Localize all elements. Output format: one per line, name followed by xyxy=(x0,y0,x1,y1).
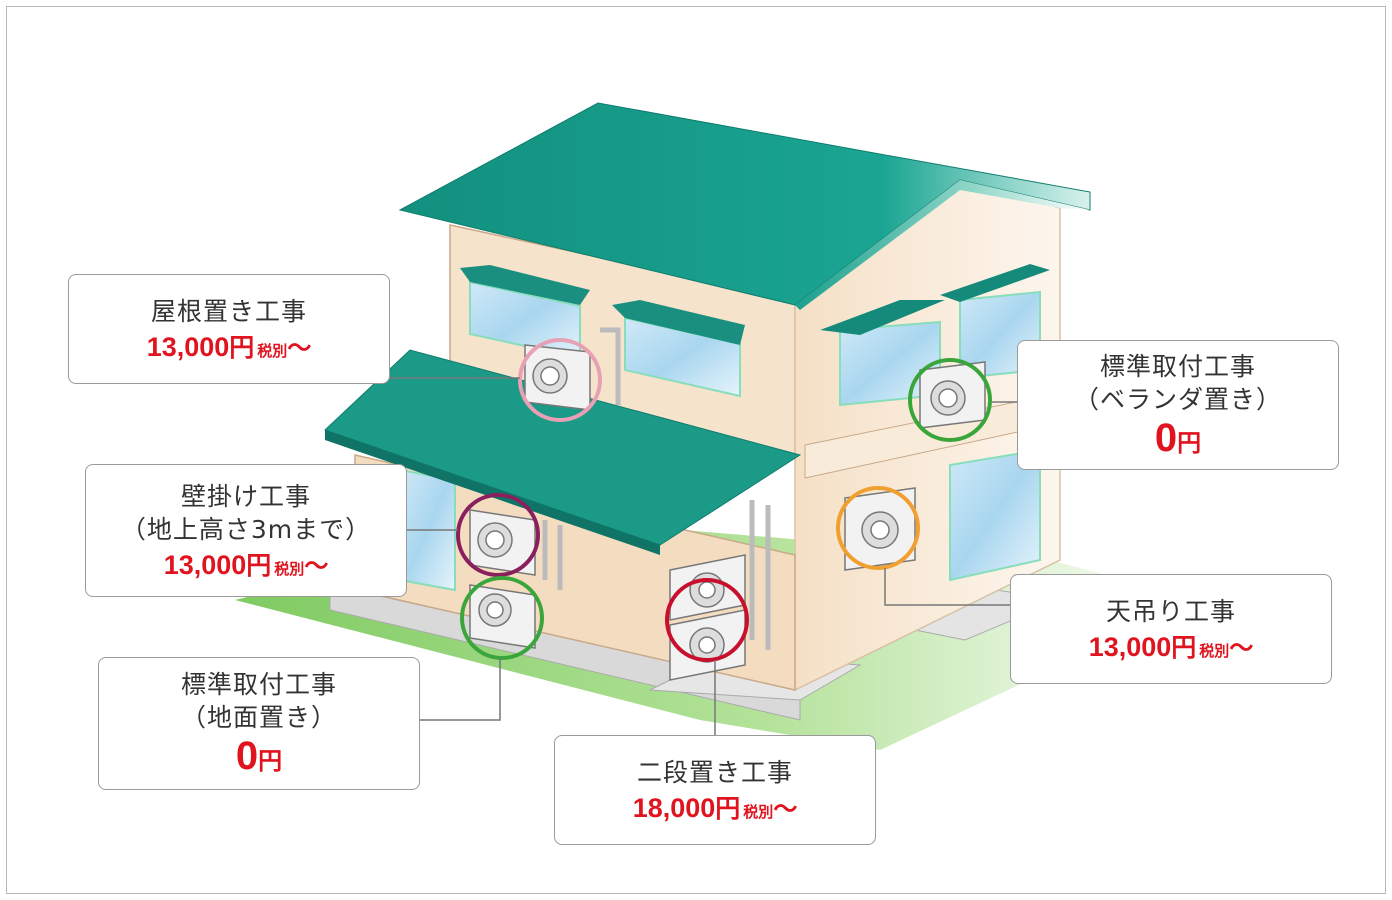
callout-wall: 壁掛け工事 （地上高さ3mまで） 13,000円税別〜 xyxy=(85,464,407,597)
price-yen: 円 xyxy=(246,551,272,580)
ac-unit-ceiling xyxy=(844,487,916,571)
ring-double xyxy=(665,578,749,662)
price-label: 13,000円税別〜 xyxy=(147,328,312,364)
price-amount: 13,000 xyxy=(146,331,230,362)
price-label: 18,000円税別〜 xyxy=(633,789,798,825)
price-tax: 税別 xyxy=(743,803,774,821)
price-tax: 税別 xyxy=(257,342,288,360)
price-amount: 13,000 xyxy=(1088,631,1172,662)
leader-lines xyxy=(388,377,1018,735)
price-label: 13,000円税別〜 xyxy=(1089,628,1254,664)
ring-roof xyxy=(518,338,602,422)
callout-title: 標準取付工事 xyxy=(1099,351,1256,381)
price-tilde: 〜 xyxy=(773,795,798,823)
callout-note: （ベランダ置き） xyxy=(1073,384,1282,414)
callout-ceiling: 天吊り工事 13,000円税別〜 xyxy=(1010,574,1332,684)
price-tilde: 〜 xyxy=(287,334,312,362)
callout-roof: 屋根置き工事 13,000円税別〜 xyxy=(68,274,390,384)
callout-title: 標準取付工事 xyxy=(180,670,337,699)
price-yen: 円 xyxy=(1171,633,1197,662)
ac-unit-wall xyxy=(469,509,563,590)
callout-note: （地上高さ3mまで） xyxy=(120,514,372,544)
price-amount: 13,000 xyxy=(163,549,247,580)
ring-ceiling xyxy=(836,486,920,570)
ac-unit-ground xyxy=(469,584,536,649)
callout-ground: 標準取付工事 （地面置き） 0円 xyxy=(98,657,420,790)
price-yen: 円 xyxy=(258,748,283,775)
callout-title: 天吊り工事 xyxy=(1105,596,1236,626)
price-tax: 税別 xyxy=(1199,642,1230,660)
price-yen: 円 xyxy=(229,333,255,362)
callout-double: 二段置き工事 18,000円税別〜 xyxy=(554,735,876,845)
callout-veranda: 標準取付工事 （ベランダ置き） 0円 xyxy=(1017,340,1339,470)
price-amount: 18,000 xyxy=(632,792,716,823)
callout-title: 壁掛け工事 xyxy=(180,481,311,511)
price-tilde: 〜 xyxy=(1229,634,1254,662)
price-tax: 税別 xyxy=(274,560,305,578)
price-amount: 0 xyxy=(1154,415,1178,460)
price-label: 0円 xyxy=(1155,416,1201,461)
price-tilde: 〜 xyxy=(304,552,329,580)
price-label: 13,000円税別〜 xyxy=(164,546,329,582)
price-amount: 0 xyxy=(235,734,259,778)
price-label: 0円 xyxy=(236,734,282,779)
ac-unit-roof xyxy=(524,327,621,411)
price-yen: 円 xyxy=(715,794,741,823)
ring-wall xyxy=(456,493,540,577)
callout-title: 二段置き工事 xyxy=(636,757,793,787)
price-yen: 円 xyxy=(1177,429,1202,457)
callout-title: 屋根置き工事 xyxy=(150,296,307,326)
ring-veranda xyxy=(908,358,992,442)
ring-ground xyxy=(460,576,544,660)
callout-note: （地面置き） xyxy=(180,703,337,732)
ac-unit-veranda xyxy=(919,361,986,429)
